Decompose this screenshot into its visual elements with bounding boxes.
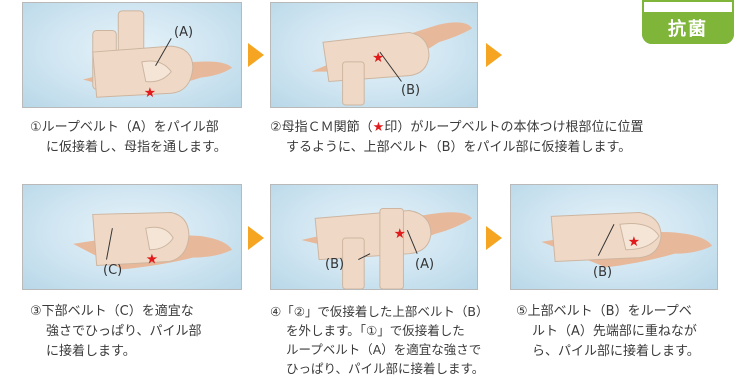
star-mark: ★: [144, 85, 156, 101]
step5-caption: ⑤上部ベルト（B）をループベ ルト（A）先端部に重ねなが ら、パイル部に接着しま…: [516, 302, 700, 362]
star-mark: ★: [372, 50, 384, 66]
arrow-right-2: [486, 43, 502, 67]
caption-line-2: するように、上部ベルト（B）をパイル部に仮接着します。: [286, 140, 632, 155]
step3-label-c: (C): [103, 263, 123, 278]
step3-illustration: ★: [73, 211, 233, 270]
badge-label: 抗菌: [668, 19, 708, 40]
step4-photo: ★ (B) (A): [270, 184, 478, 290]
step5-label-b: (B): [593, 265, 613, 280]
star-mark: ★: [628, 234, 640, 250]
caption-line: ら、パイル部に接着します。: [532, 344, 700, 359]
step4-label-b: (B): [325, 257, 345, 272]
caption-line: ループベルト（A）を適宜な強さで: [286, 342, 482, 357]
step5-photo: ★ (B): [510, 184, 718, 290]
step1-caption: ①ループベルト（A）をパイル部 に仮接着し、母指を通します。: [30, 118, 227, 158]
step4-caption: ④「②」で仮接着した上部ベルト（B） を外します。「①」で仮接着した ループベル…: [270, 302, 489, 378]
step2-label-b: (B): [401, 83, 421, 98]
caption-line: ルト（A）先端部に重ねなが: [532, 324, 697, 339]
step3-photo: ★ (C): [22, 184, 242, 290]
caption-line: を外します。「①」で仮接着した: [286, 323, 465, 338]
arrow-right-1: [248, 43, 264, 67]
step1-label-a: (A): [174, 25, 194, 40]
arrow-right-3: [248, 226, 264, 250]
step2-illustration: ★: [311, 22, 473, 106]
caption-line: ③下部ベルト（C）を適宜な: [30, 304, 194, 319]
step2-photo: ★ (B): [270, 2, 478, 108]
step1-illustration: ★: [82, 10, 233, 101]
step4-illustration: ★: [301, 208, 473, 289]
caption-line: に接着します。: [46, 344, 136, 359]
caption-text: ②母指ＣＭ関節（: [270, 120, 373, 135]
caption-line: ④「②」で仮接着した上部ベルト（B）: [270, 304, 489, 319]
star-icon: ★: [372, 120, 385, 135]
star-mark: ★: [394, 226, 406, 242]
caption-text: 印）がループベルトの本体つけ根部位に位置: [384, 120, 644, 135]
step3-caption: ③下部ベルト（C）を適宜な 強さでひっぱり、パイル部 に接着します。: [30, 302, 201, 362]
caption-line: ひっぱり、パイル部に接着します。: [286, 361, 485, 376]
caption-line: ⑤上部ベルト（B）をループベ: [516, 304, 692, 319]
star-mark: ★: [146, 251, 158, 267]
antibacterial-badge: 抗菌: [642, 0, 734, 44]
step4-label-a: (A): [415, 257, 435, 272]
step1-photo: ★ (A): [22, 2, 242, 108]
step2-caption: ②母指ＣＭ関節（★印）がループベルトの本体つけ根部位に位置 するように、上部ベル…: [270, 118, 644, 158]
arrow-right-4: [486, 226, 502, 250]
caption-line: ①ループベルト（A）をパイル部: [30, 120, 219, 135]
caption-line: に仮接着し、母指を通します。: [46, 140, 227, 155]
step5-illustration: ★: [541, 211, 713, 268]
caption-line: 強さでひっぱり、パイル部: [46, 324, 202, 339]
caption-line-1: ②母指ＣＭ関節（★印）がループベルトの本体つけ根部位に位置: [270, 118, 644, 138]
